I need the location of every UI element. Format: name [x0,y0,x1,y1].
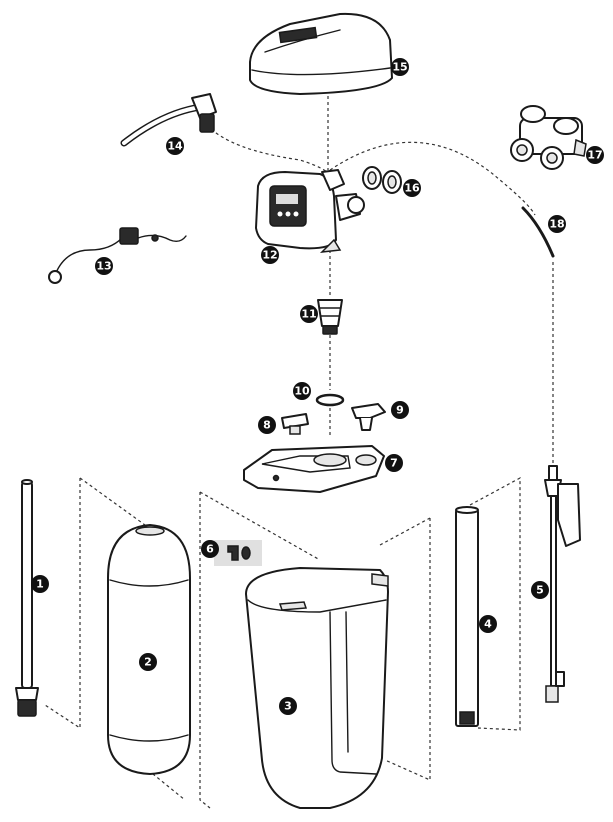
badge-12: 12 [261,246,279,264]
badge-label: 15 [392,61,407,74]
bypass-valve-icon [510,105,587,170]
badge-label: 10 [294,385,310,398]
badge-18: 18 [548,215,566,233]
badge-1: 1 [31,575,49,593]
connectors-icon [362,166,402,194]
badge-7: 7 [385,454,403,472]
badge-label: 1 [36,578,44,591]
badge-label: 16 [404,182,420,195]
badge-11: 11 [300,305,318,323]
badge-label: 9 [396,404,404,417]
resin-tank-icon [107,524,191,775]
badge-label: 2 [144,656,152,669]
cabinet-lid-icon [243,445,385,493]
badge-15: 15 [391,58,409,76]
badge-label: 3 [284,700,292,713]
badge-label: 13 [96,260,111,273]
clip-icon [351,403,386,431]
badge-label: 5 [536,584,544,597]
riser-tube-icon [15,479,39,717]
badge-16: 16 [403,179,421,197]
brine-line-icon [521,206,555,258]
badge-10: 10 [293,382,311,400]
brine-valve-assembly-icon [544,465,581,703]
badge-label: 4 [484,618,492,631]
badge-label: 14 [167,140,183,153]
badge-label: 12 [262,249,277,262]
badge-5: 5 [531,581,549,599]
hatch-cap-icon [281,413,309,435]
badge-13: 13 [95,257,113,275]
badge-8: 8 [258,416,276,434]
badge-label: 6 [206,543,214,556]
badge-label: 18 [549,218,564,231]
o-ring-icon [315,393,345,407]
badge-17: 17 [586,146,604,164]
distributor-basket-icon [317,299,343,335]
badge-2: 2 [139,653,157,671]
badge-6: 6 [201,540,219,558]
badge-label: 8 [263,419,271,432]
badge-9: 9 [391,401,409,419]
part-badges: 1 2 3 4 5 6 7 8 9 10 11 12 13 14 15 16 1… [31,58,604,715]
badge-3: 3 [279,697,297,715]
valve-cover-icon [249,12,393,95]
badge-4: 4 [479,615,497,633]
fittings-icon [214,540,262,566]
badge-label: 17 [587,149,602,162]
drain-hose-icon [120,93,217,147]
assembly-guides [44,96,554,809]
badge-label: 11 [301,308,316,321]
badge-14: 14 [166,137,184,155]
badge-label: 7 [390,457,398,470]
brine-well-icon [455,506,479,727]
power-adapter-icon [48,227,187,284]
brine-cabinet-icon [245,567,389,809]
control-valve-icon [255,169,365,253]
